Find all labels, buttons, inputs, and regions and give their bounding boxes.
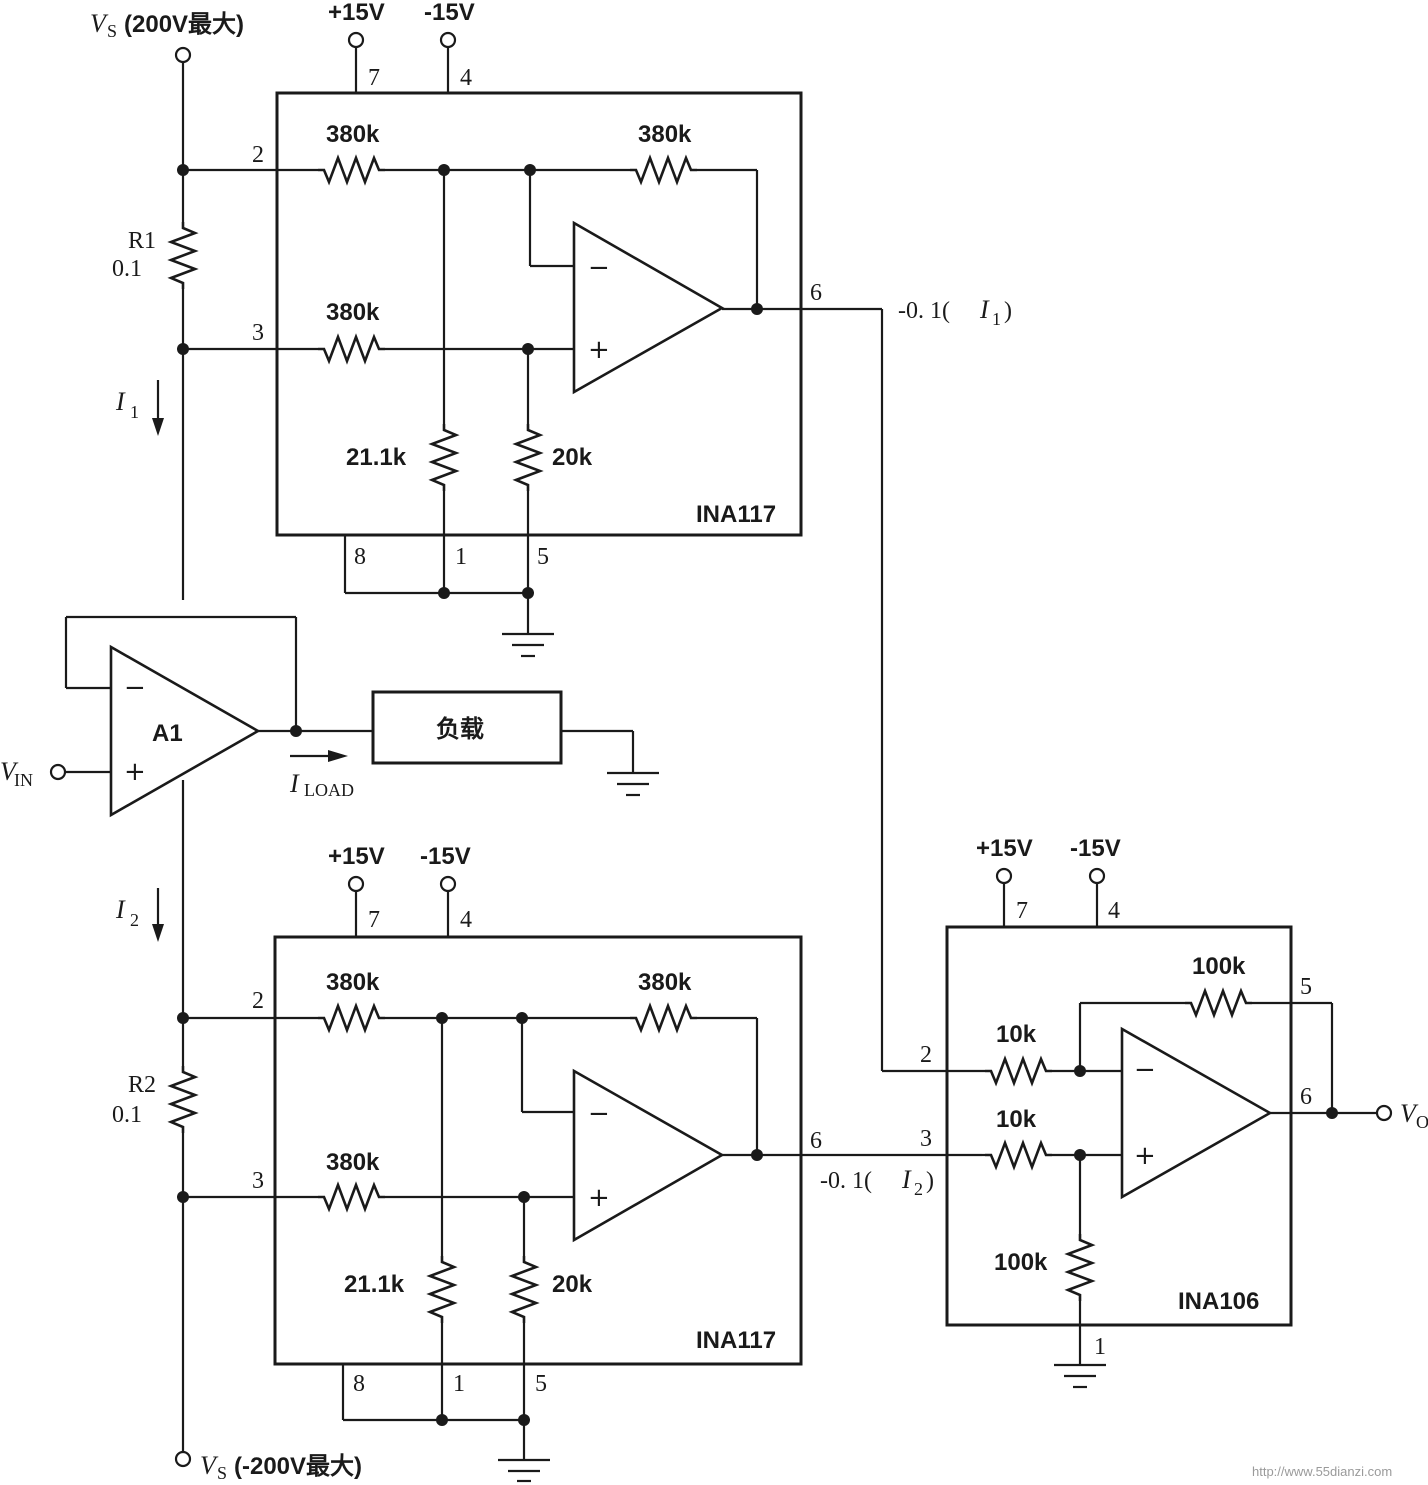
- diff-pin-1: 1: [1094, 1334, 1106, 1360]
- vs-bottom-terminal: [174, 1450, 192, 1468]
- vs-top-sub: S: [107, 21, 117, 41]
- vs-top-symbol: V: [90, 9, 109, 38]
- bottom-opamp-plus: +: [588, 1183, 610, 1213]
- bottom-r-div-right: 20k: [552, 1271, 593, 1298]
- diff-vplus: +15V: [976, 835, 1033, 862]
- top-pin-8: 8: [354, 544, 366, 570]
- diff-pin-6: 6: [1300, 1084, 1312, 1110]
- top-r-fb: 380k: [638, 121, 692, 148]
- ina117-bottom: [177, 875, 982, 1483]
- top-r-in-upper: 380k: [326, 121, 380, 148]
- out-bot-pre: -0. 1(: [820, 1168, 872, 1194]
- bottom-r-fb: 380k: [638, 969, 692, 996]
- diff-pin-5: 5: [1300, 974, 1312, 1000]
- top-r-div-right: 20k: [552, 444, 593, 471]
- i1-symbol: I: [115, 387, 126, 416]
- top-opamp-plus: +: [588, 335, 610, 365]
- diff-opamp-minus: −: [1134, 1055, 1156, 1085]
- load-box: [371, 690, 563, 765]
- supply-rail: [152, 46, 199, 1468]
- diff-r-fb: 100k: [1192, 953, 1246, 980]
- top-pin-7: 7: [368, 65, 380, 91]
- bottom-r-in-upper: 380k: [326, 969, 380, 996]
- vs-top-terminal: [174, 46, 192, 64]
- r2-name: R2: [128, 1072, 156, 1098]
- vo-sub: O: [1416, 1112, 1428, 1132]
- a1-minus: −: [124, 673, 146, 703]
- bottom-pin-1: 1: [453, 1371, 465, 1397]
- out-bot-symbol: I: [901, 1165, 912, 1194]
- top-r-in-lower: 380k: [326, 299, 380, 326]
- diff-r-in-neg: 10k: [996, 1021, 1037, 1048]
- r2-value: 0.1: [112, 1102, 142, 1128]
- bottom-pin-6: 6: [810, 1128, 822, 1154]
- vo-symbol: V: [1400, 1099, 1419, 1128]
- out-top-pre: -0. 1(: [898, 298, 950, 324]
- bottom-pin-7: 7: [368, 907, 380, 933]
- top-pin-4: 4: [460, 65, 472, 91]
- r1-name: R1: [128, 228, 156, 254]
- diff-opamp-plus: +: [1134, 1141, 1156, 1171]
- vin-sub: IN: [14, 770, 33, 790]
- bottom-vminus: -15V: [420, 843, 471, 870]
- out-top-post: ): [1004, 298, 1012, 324]
- vs-bottom-symbol: V: [200, 1451, 219, 1480]
- bottom-pin-8: 8: [353, 1371, 365, 1397]
- diff-r-in-pos: 10k: [996, 1106, 1037, 1133]
- top-vplus: +15V: [328, 0, 385, 26]
- diff-pin-2: 2: [920, 1042, 932, 1068]
- bottom-vplus: +15V: [328, 843, 385, 870]
- iload-sub: LOAD: [304, 780, 354, 800]
- bottom-pin-3: 3: [252, 1168, 264, 1194]
- load-label: 负载: [436, 716, 484, 743]
- top-pin-6: 6: [810, 280, 822, 306]
- bottom-pin-2: 2: [252, 988, 264, 1014]
- a1-buffer: [49, 615, 659, 818]
- r1-value: 0.1: [112, 256, 142, 282]
- bottom-pin-5: 5: [535, 1371, 547, 1397]
- bottom-chip-name: INA117: [696, 1327, 776, 1354]
- top-pin-5: 5: [537, 544, 549, 570]
- diff-r-gnd: 100k: [994, 1249, 1048, 1276]
- r2-resistor: [167, 1066, 199, 1133]
- a1-label: A1: [152, 720, 183, 747]
- i2-sub: 2: [130, 910, 139, 930]
- top-pin-2: 2: [252, 142, 264, 168]
- diff-chip-name: INA106: [1178, 1288, 1259, 1315]
- bottom-r-in-lower: 380k: [326, 1149, 380, 1176]
- diff-vminus: -15V: [1070, 835, 1121, 862]
- diff-pin-4: 4: [1108, 898, 1120, 924]
- vs-bottom-text: (-200V最大): [234, 1453, 362, 1480]
- ina117-top: [177, 31, 882, 658]
- bottom-pin-4: 4: [460, 907, 472, 933]
- i2-symbol: I: [115, 895, 126, 924]
- out-bot-sub: 2: [914, 1179, 923, 1199]
- out-top-sub: 1: [992, 309, 1001, 329]
- bottom-r-div-left: 21.1k: [344, 1271, 405, 1298]
- vin-symbol: V: [0, 757, 19, 786]
- out-bot-post: ): [926, 1168, 934, 1194]
- top-vminus: -15V: [424, 0, 475, 26]
- diff-pin-7: 7: [1016, 898, 1028, 924]
- top-opamp-minus: −: [588, 253, 610, 283]
- vs-bottom-sub: S: [217, 1463, 227, 1483]
- top-pin-3: 3: [252, 320, 264, 346]
- diff-pin-3: 3: [920, 1126, 932, 1152]
- watermark: http://www.55dianzi.com: [1252, 1464, 1392, 1479]
- i1-sub: 1: [130, 402, 139, 422]
- out-top-symbol: I: [979, 295, 990, 324]
- r1-resistor: [167, 222, 199, 289]
- top-r-div-left: 21.1k: [346, 444, 407, 471]
- ina106: [880, 309, 1393, 1389]
- a1-plus: +: [124, 757, 146, 787]
- bottom-opamp-minus: −: [588, 1099, 610, 1129]
- top-pin-1: 1: [455, 544, 467, 570]
- iload-symbol: I: [289, 769, 300, 798]
- top-chip-name: INA117: [696, 501, 776, 528]
- vs-top-text: (200V最大): [124, 11, 244, 38]
